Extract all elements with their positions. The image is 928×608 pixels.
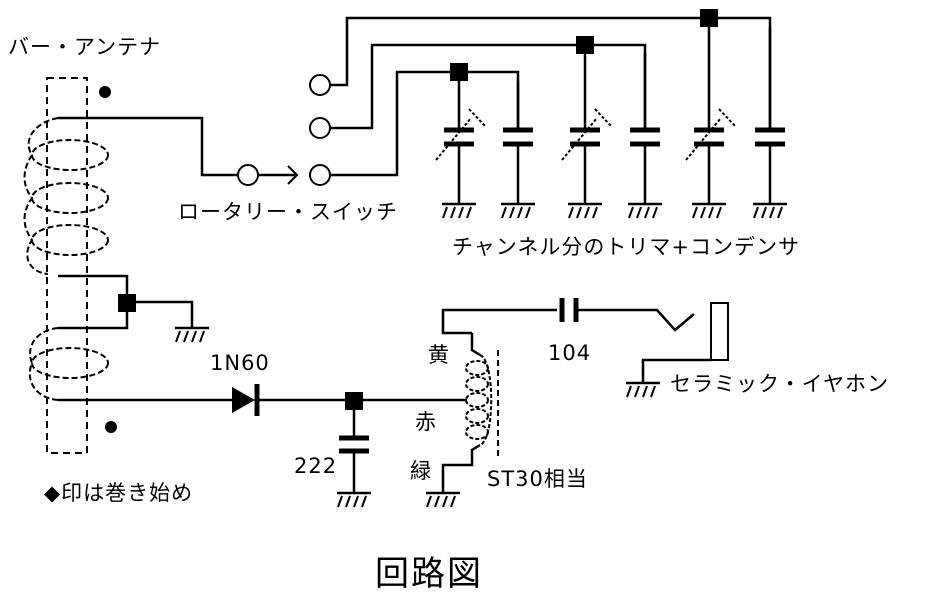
junction-node [345, 392, 363, 410]
wire-tap-to-ground [136, 300, 194, 328]
capacitor-104-label: 104 [548, 341, 592, 365]
ground-transformer [426, 491, 460, 508]
rotary-switch [237, 74, 331, 186]
bar-antenna-label: バー・アンテナ [8, 35, 162, 59]
junction-node [576, 36, 594, 54]
switch-terminal-1[interactable] [309, 74, 331, 96]
ground-earphone [626, 381, 660, 398]
ground-symbol [628, 202, 662, 219]
capacitor-3 [755, 27, 785, 204]
capacitor-2 [630, 54, 660, 204]
trimmer-capacitor-3[interactable] [685, 27, 737, 204]
junction-node [450, 63, 468, 81]
diode-1n60 [232, 384, 260, 416]
winding-note-label: ◆印は巻き始め [44, 481, 194, 505]
winding-start-marker-top [99, 86, 111, 98]
capacitor-1 [503, 81, 533, 204]
switch-terminal-2[interactable] [309, 117, 331, 139]
wire-channel-2 [330, 43, 647, 130]
ground-symbol [753, 202, 787, 219]
transformer-label: ST30相当 [487, 467, 588, 491]
diagram-title: 回路図 [375, 554, 483, 594]
rotary-switch-label: ロータリー・スイッチ [178, 200, 398, 224]
switch-terminal-3[interactable] [309, 164, 331, 186]
ground-antenna-tap [175, 326, 209, 343]
lead-yellow-label: 黄 [428, 343, 450, 367]
trimmer-capacitor-2[interactable] [561, 54, 613, 204]
ground-symbol [692, 202, 726, 219]
capacitor-104 [559, 298, 695, 332]
capacitor-222-label: 222 [294, 454, 338, 478]
ceramic-earphone [641, 302, 729, 383]
lead-green-label: 緑 [410, 459, 432, 483]
ground-symbol [568, 202, 602, 219]
winding-start-marker-bottom [105, 421, 117, 433]
wire-channel-1 [330, 70, 520, 177]
lead-red-label: 赤 [415, 410, 437, 434]
switch-arrow-icon [287, 165, 299, 185]
wire-coil-to-switch [58, 116, 237, 177]
ground-symbol [501, 202, 535, 219]
capacitor-222 [339, 410, 369, 493]
ferrite-rod [46, 77, 88, 454]
trimmer-note-label: チャンネル分のトリマ+コンデンサ [452, 235, 800, 259]
junction-node [700, 9, 718, 27]
ground-capacitor-222 [337, 491, 371, 508]
antenna-secondary-coil [28, 327, 109, 401]
trimmer-capacitor-1[interactable] [435, 81, 487, 204]
ground-symbol [442, 202, 476, 219]
wire-coil-tap [58, 274, 129, 330]
wire-transformer-to-104 [441, 308, 557, 335]
transformer-st30 [441, 308, 557, 493]
junction-node [118, 294, 136, 312]
diode-label: 1N60 [210, 351, 270, 375]
bar-antenna [23, 77, 117, 454]
antenna-main-coil [23, 117, 109, 275]
earphone-label: セラミック・イヤホン [670, 372, 889, 396]
switch-common-terminal [237, 164, 259, 186]
